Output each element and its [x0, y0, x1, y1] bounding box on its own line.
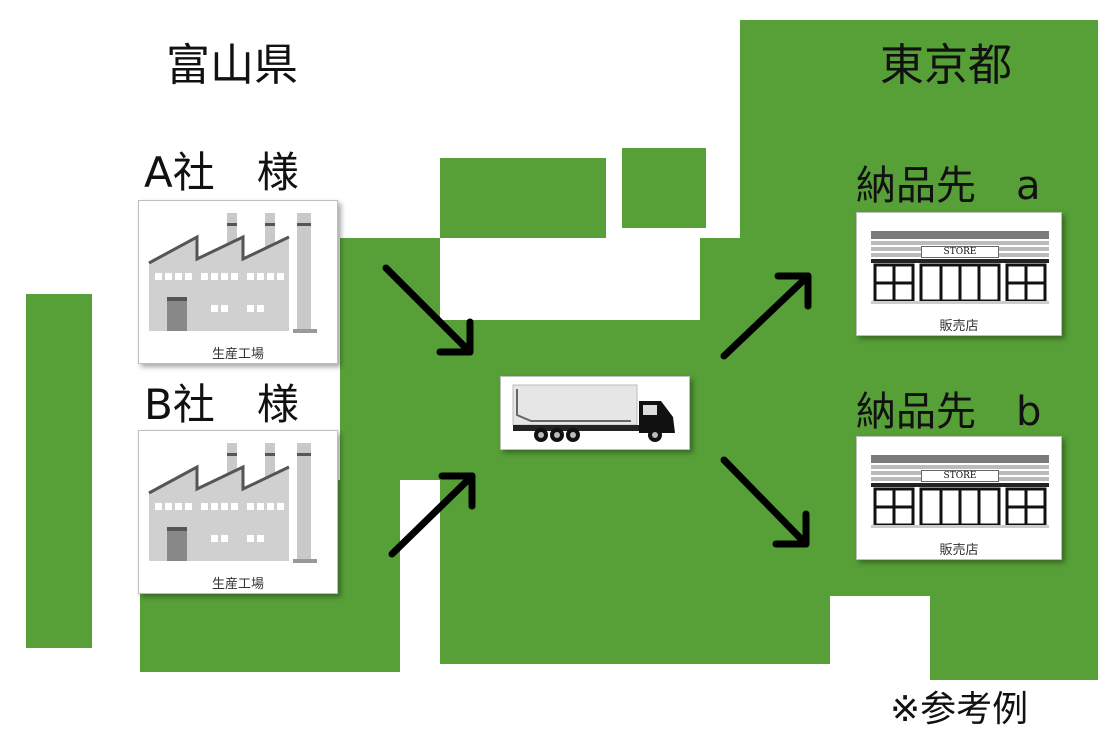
note-label: ※参考例: [890, 689, 1029, 730]
truck-card: [500, 376, 690, 450]
land-strip-left: [26, 294, 92, 648]
arrow-icon: [720, 272, 812, 360]
company-label-a: A社 様: [144, 148, 299, 197]
factory-caption: 生産工場: [211, 347, 264, 362]
company-label-b: B社 様: [144, 380, 299, 429]
prefecture-label-tokyo: 東京都: [880, 40, 1012, 91]
destination-label-a: 納品先 a: [856, 163, 1041, 209]
store-sign: STORE: [921, 470, 999, 482]
factory-card-a: 生産工場: [138, 200, 338, 364]
arrow-icon: [388, 472, 476, 558]
store-caption: 販売店: [939, 319, 979, 334]
prefecture-label-toyama: 富山県: [166, 40, 298, 91]
store-sign: STORE: [921, 246, 999, 258]
truck-icon: [512, 384, 675, 442]
destination-label-b: 納品先 b: [856, 389, 1042, 435]
factory-caption: 生産工場: [211, 577, 264, 592]
arrow-icon: [382, 264, 474, 356]
factory-icon: [148, 443, 317, 563]
factory-card-b: 生産工場: [138, 430, 338, 594]
store-caption: 販売店: [939, 543, 979, 558]
arrow-icon: [720, 456, 810, 548]
store-card-b: STORE 販売店: [856, 436, 1062, 560]
store-card-a: STORE 販売店: [856, 212, 1062, 336]
factory-icon: [148, 213, 317, 333]
